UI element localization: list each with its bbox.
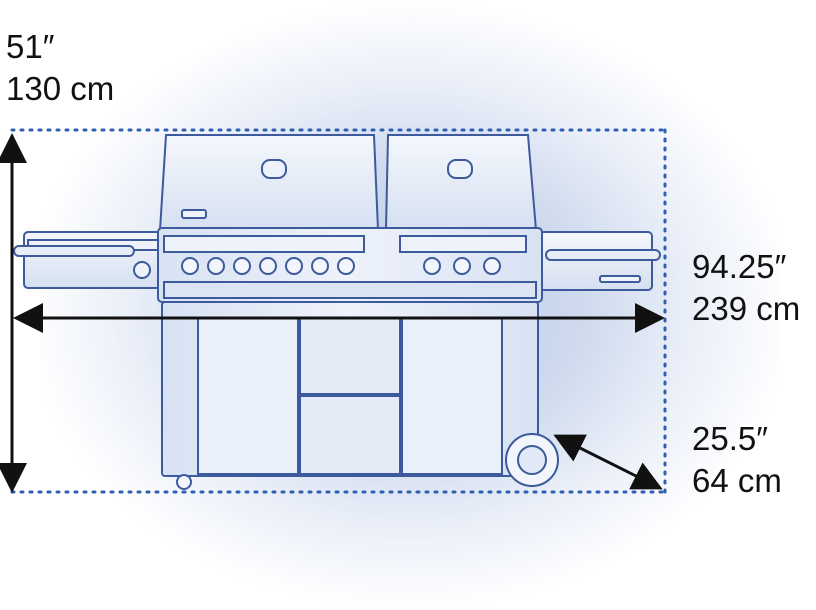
control-knobs <box>181 257 501 275</box>
grill-lids <box>158 134 538 231</box>
height-label: 51″ 130 cm <box>6 26 114 110</box>
dimension-arrow <box>0 133 665 493</box>
height-imperial: 51″ <box>6 28 55 65</box>
cart-cabinet <box>161 301 539 477</box>
depth-label: 25.5″ 64 cm <box>692 418 782 502</box>
width-imperial: 94.25″ <box>692 248 787 285</box>
height-metric: 130 cm <box>6 70 115 107</box>
width-label: 94.25″ 239 cm <box>692 246 800 330</box>
depth-metric: 64 cm <box>692 462 782 499</box>
width-metric: 239 cm <box>692 290 801 327</box>
dotted-bounding-lines <box>10 128 667 494</box>
right-side-shelf <box>539 231 661 291</box>
left-side-shelf <box>13 231 161 289</box>
depth-imperial: 25.5″ <box>692 420 768 457</box>
